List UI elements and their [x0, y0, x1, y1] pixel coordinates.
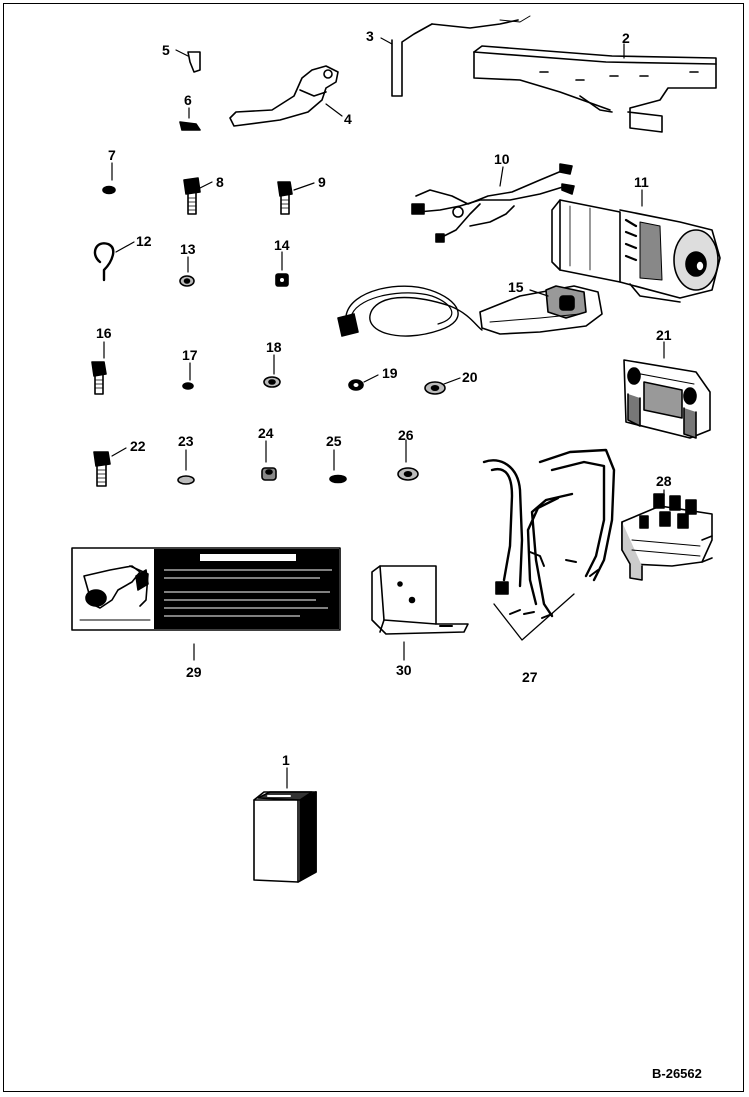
label-part-24: 24 [258, 425, 274, 441]
label-part-27: 27 [522, 669, 538, 685]
label-part-12: 12 [136, 233, 152, 249]
mounting-plate-drawing [371, 565, 469, 635]
label-part-15: 15 [508, 279, 524, 295]
label-part-1: 1 [282, 752, 290, 768]
label-part-8: 8 [216, 174, 224, 190]
label-part-4: 4 [344, 111, 352, 127]
label-part-2: 2 [622, 30, 630, 46]
nut-19-drawing [348, 379, 364, 391]
solenoid-drawing [621, 493, 713, 581]
label-part-11: 11 [634, 174, 649, 190]
label-part-6: 6 [184, 92, 192, 108]
label-part-7: 7 [108, 147, 116, 163]
washer-7-drawing [102, 185, 116, 195]
bolt-8-drawing [183, 177, 201, 215]
power-cables-drawing [482, 448, 616, 619]
decal-text-lines [164, 554, 332, 617]
bolt-22-drawing [93, 451, 111, 487]
roller-fairlead-drawing [623, 359, 711, 439]
figure-reference: B-26562 [652, 1066, 702, 1081]
label-part-28: 28 [656, 473, 672, 489]
label-part-26: 26 [398, 427, 414, 443]
label-part-25: 25 [326, 433, 342, 449]
washer-17-drawing [182, 382, 194, 390]
nut-24-drawing [261, 467, 277, 481]
leader-27 [493, 593, 575, 641]
mounting-bracket-drawing [473, 45, 717, 133]
label-part-19: 19 [382, 365, 398, 381]
bolt-9-drawing [277, 181, 293, 215]
label-part-18: 18 [266, 339, 282, 355]
winch-drawing [551, 199, 721, 303]
washer-23-drawing [177, 475, 195, 485]
nut-13-drawing [179, 275, 195, 287]
label-part-3: 3 [366, 28, 374, 44]
washer-26-drawing [397, 467, 419, 481]
label-part-17: 17 [182, 347, 198, 363]
remote-control-drawing [337, 285, 603, 337]
label-part-30: 30 [396, 662, 412, 678]
washer-18-drawing [263, 376, 281, 388]
bolt-16-drawing [91, 361, 107, 395]
label-part-20: 20 [462, 369, 478, 385]
parts-box-drawing [253, 791, 317, 883]
nut-14-drawing [275, 273, 289, 287]
pin-drawing [187, 51, 201, 73]
clamp-strap-drawing [229, 65, 339, 127]
washer-20-drawing [424, 381, 446, 395]
label-part-29: 29 [186, 664, 202, 680]
label-part-23: 23 [178, 433, 194, 449]
label-part-10: 10 [494, 151, 510, 167]
rod-drawing [391, 15, 531, 97]
leader-lines [103, 37, 665, 789]
label-part-16: 16 [96, 325, 112, 341]
label-part-21: 21 [656, 327, 672, 343]
page-border [3, 3, 744, 1092]
label-part-5: 5 [162, 42, 170, 58]
label-part-22: 22 [130, 438, 146, 454]
part-labels: 2 3 4 5 6 7 8 9 10 11 12 13 14 15 16 17 … [96, 28, 672, 768]
label-part-9: 9 [318, 174, 326, 190]
cable-tie-drawing [93, 242, 115, 282]
label-part-14: 14 [274, 237, 290, 253]
label-part-13: 13 [180, 241, 196, 257]
washer-25-drawing [329, 474, 347, 484]
plate-drawing [179, 121, 201, 131]
wiring-harness-drawing [411, 163, 575, 243]
